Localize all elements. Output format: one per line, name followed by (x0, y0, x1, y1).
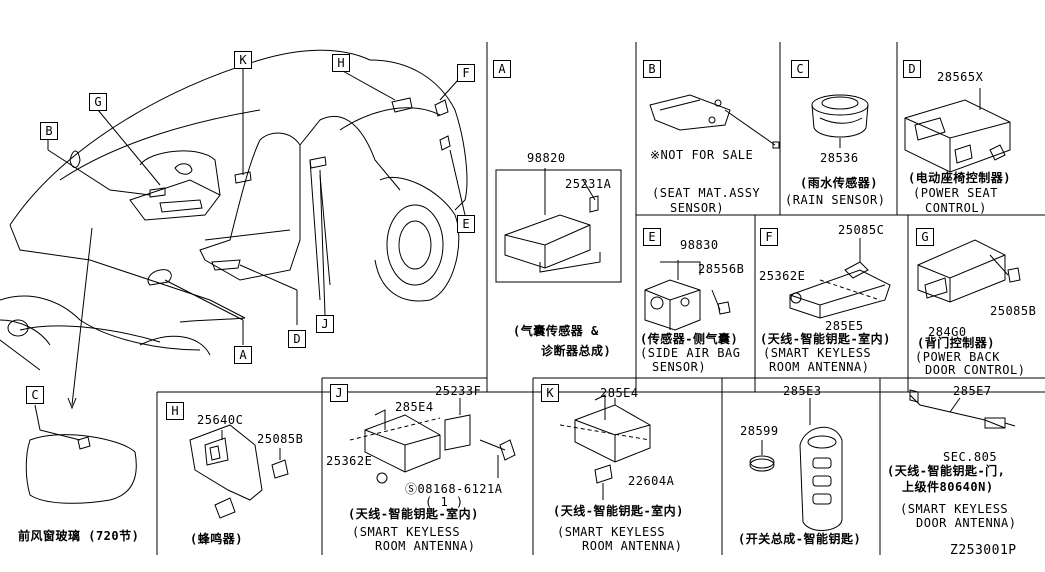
panel-d-caption-2: CONTROL) (925, 201, 987, 215)
sec-805-cn-1: (天线-智能钥匙-门, (887, 464, 1006, 478)
callout-b: B (40, 122, 58, 140)
panel-f-art (789, 238, 891, 319)
leader-lines (47, 68, 466, 410)
part-285e4-j: 285E4 (395, 400, 434, 414)
callout-f: F (457, 64, 475, 82)
part-28536: 28536 (820, 151, 859, 165)
panel-j-caption-cn: (天线-智能钥匙-室内) (348, 507, 479, 521)
part-25362e-j: 25362E (326, 454, 373, 468)
part-25362e-f: 25362E (759, 269, 806, 283)
panel-g-art (917, 239, 1021, 303)
callout-g: E (457, 215, 475, 233)
panel-g-caption-2: DOOR CONTROL) (925, 363, 1026, 377)
panel-j-label: J (330, 384, 348, 402)
panel-e-label: E (643, 228, 661, 246)
part-25085b-h: 25085B (257, 432, 304, 446)
panel-j-caption-1: (SMART KEYLESS (352, 525, 461, 539)
panel-d-caption-cn: (电动座椅控制器) (908, 171, 1011, 185)
part-28556b: 28556B (698, 262, 745, 276)
door-antenna-art (909, 389, 1016, 429)
panel-a-art (495, 168, 622, 283)
panel-h-label: H (166, 402, 184, 420)
part-284g0: 284G0 (928, 325, 967, 339)
panel-g-label: G (916, 228, 934, 246)
car-illustration (0, 49, 468, 371)
panel-c-caption-cn: (雨水传感器) (800, 176, 878, 190)
callout-j: J (316, 315, 334, 333)
part-25640c: 25640C (197, 413, 244, 427)
panel-a-caption-cn-1: (气囊传感器 & (513, 324, 599, 338)
part-285e5: 285E5 (825, 319, 864, 333)
diagram-code: Z253001P (950, 543, 1017, 558)
not-for-sale-note: ※NOT FOR SALE (650, 148, 754, 162)
part-22604a: 22604A (628, 474, 675, 488)
panel-c-label: C (791, 60, 809, 78)
panel-j-art (349, 398, 516, 484)
part-08168-qty: ( 1 ) (425, 495, 464, 509)
callout-d: D (288, 330, 306, 348)
callout-a: A (234, 346, 252, 364)
part-08168-6121a: Ⓢ08168-6121A (405, 482, 503, 496)
windshield-caption-cn: 前风窗玻璃 (720节) (18, 529, 140, 543)
panel-k-caption-2: ROOM ANTENNA) (582, 539, 683, 553)
panel-h-caption-cn: (蜂鸣器) (190, 532, 243, 546)
callout-c: C (26, 386, 44, 404)
part-28565x: 28565X (937, 70, 984, 84)
panel-k-art (559, 394, 651, 500)
panel-k-caption-1: (SMART KEYLESS (557, 525, 666, 539)
panel-h-art (189, 424, 289, 519)
panel-a-label: A (493, 60, 511, 78)
panel-e-caption-2: SENSOR) (652, 360, 707, 374)
key-caption-cn: (开关总成-智能钥匙) (738, 532, 862, 546)
sec-805-cn-2: 上级件80640N) (902, 480, 994, 494)
panel-b-label: B (643, 60, 661, 78)
panel-b-caption-2: SENSOR) (670, 201, 725, 215)
door-antenna-caption-2: DOOR ANTENNA) (916, 516, 1017, 530)
part-25233f: 25233F (435, 384, 482, 398)
panel-g-caption-cn: (背门控制器) (917, 336, 995, 350)
panel-f-caption-2: ROOM ANTENNA) (769, 360, 870, 374)
panel-b-caption-1: (SEAT MAT.ASSY (652, 186, 761, 200)
panel-d-art (904, 88, 1011, 173)
panel-j-caption-2: ROOM ANTENNA) (375, 539, 476, 553)
panel-c-caption: (RAIN SENSOR) (785, 193, 886, 207)
callout-e: G (89, 93, 107, 111)
panel-d-caption-1: (POWER SEAT (913, 186, 998, 200)
part-25085b-g: 25085B (990, 304, 1037, 318)
windshield-art (25, 404, 137, 504)
part-25231a: 25231A (565, 177, 612, 191)
panel-grid (156, 42, 1045, 555)
part-25085c: 25085C (838, 223, 885, 237)
panel-k-caption-cn: (天线-智能钥匙-室内) (553, 504, 684, 518)
door-antenna-caption-1: (SMART KEYLESS (900, 502, 1009, 516)
panel-k-label: K (541, 384, 559, 402)
panel-b-art (649, 94, 780, 149)
part-285e3: 285E3 (783, 384, 822, 398)
panel-g-caption-1: (POWER BACK (915, 350, 1000, 364)
panel-f-caption-cn: (天线-智能钥匙-室内) (760, 332, 891, 346)
panel-d-label: D (903, 60, 921, 78)
callout-h: H (332, 54, 350, 72)
panel-e-caption-1: (SIDE AIR BAG (640, 346, 741, 360)
part-285e7: 285E7 (953, 384, 992, 398)
key-fob-art (749, 398, 843, 531)
panel-a-caption-cn-2: 诊断器总成) (541, 344, 612, 358)
panel-e-art (644, 260, 731, 331)
panel-e-caption-cn: (传感器-侧气囊) (640, 332, 739, 346)
part-98820: 98820 (527, 151, 566, 165)
panel-f-caption-1: (SMART KEYLESS (763, 346, 872, 360)
panel-f-label: F (760, 228, 778, 246)
sec-805: SEC.805 (943, 450, 998, 464)
panel-c-art (811, 94, 869, 148)
part-28599: 28599 (740, 424, 779, 438)
callout-k: K (234, 51, 252, 69)
part-98830: 98830 (680, 238, 719, 252)
part-285e4-k: 285E4 (600, 386, 639, 400)
